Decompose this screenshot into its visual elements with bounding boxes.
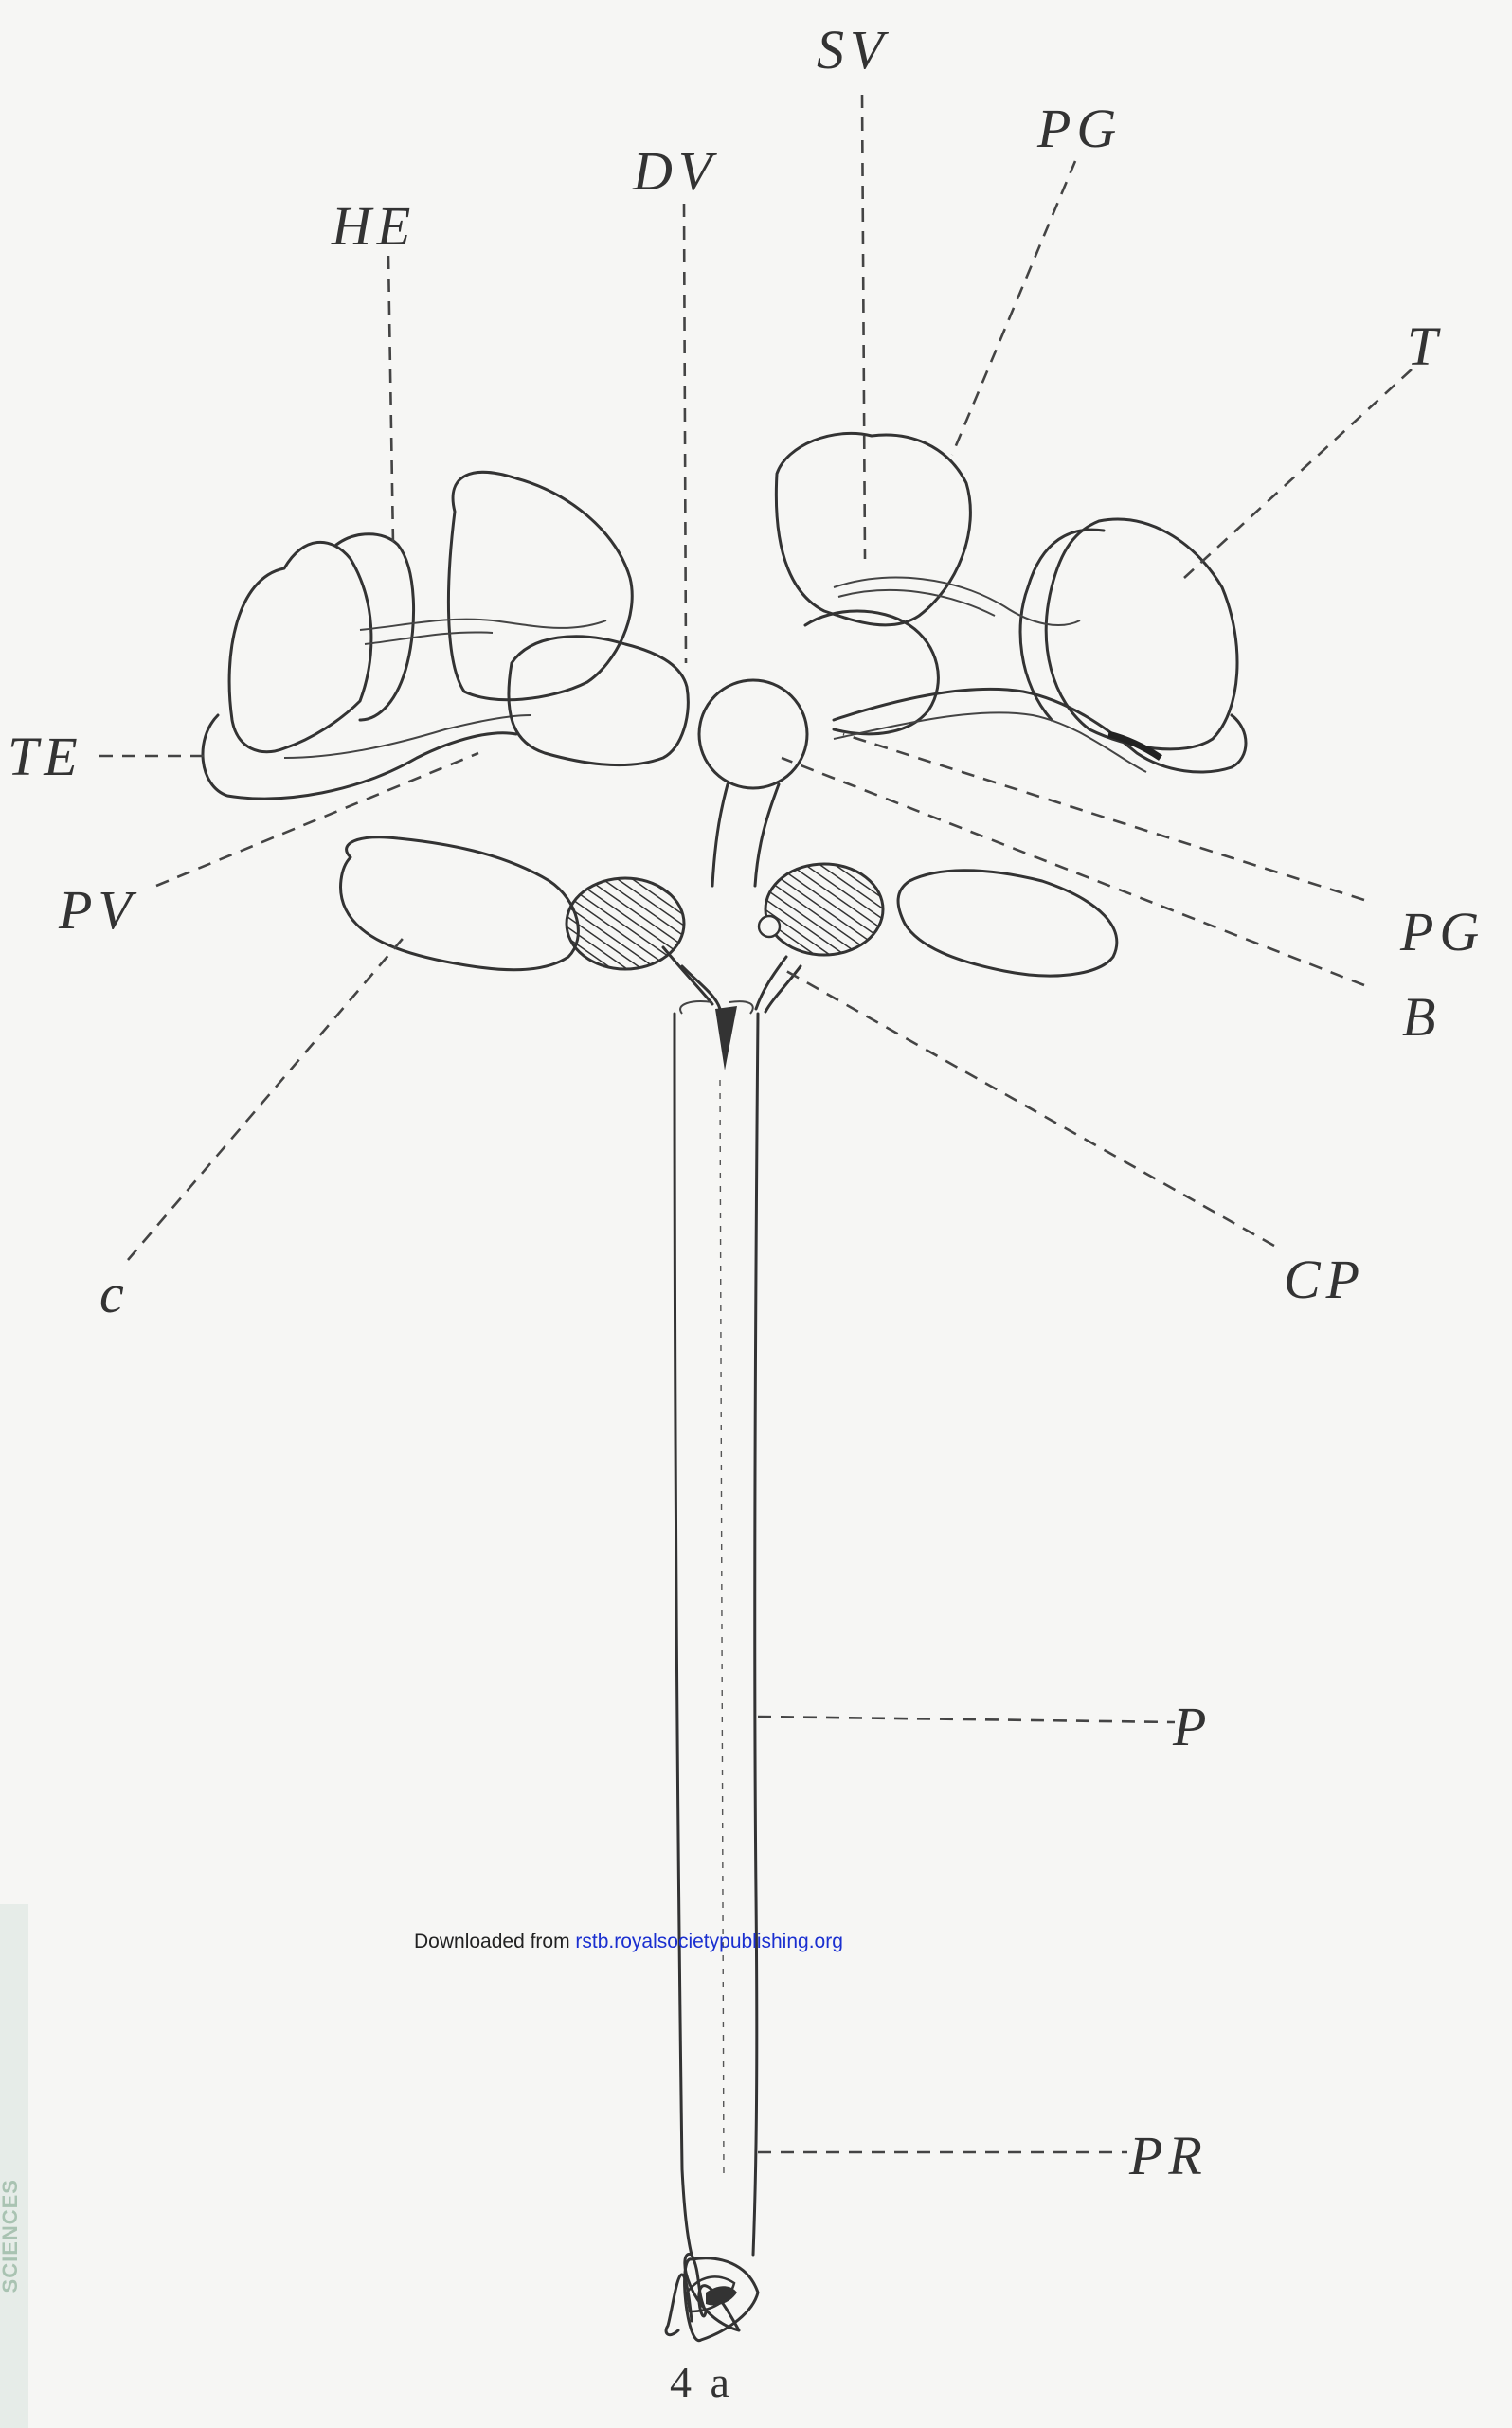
label-he: HE xyxy=(331,195,416,257)
penis-tube-left xyxy=(675,1014,692,2255)
right-testis-outer xyxy=(1046,519,1237,749)
side-logo-text: SCIENCES xyxy=(0,2179,30,2293)
label-t: T xyxy=(1407,315,1443,377)
left-cement-gland xyxy=(341,837,579,970)
label-te: TE xyxy=(8,726,83,787)
right-testis-middle xyxy=(805,611,938,734)
right-hatched-body xyxy=(765,864,883,955)
left-testis-middle xyxy=(448,472,632,699)
leader-sv xyxy=(862,95,865,559)
label-cp: CP xyxy=(1284,1249,1365,1310)
left-testis-lower xyxy=(203,715,516,799)
left-testis-outer xyxy=(229,542,371,751)
leader-c xyxy=(128,933,407,1260)
organ-drawing xyxy=(203,433,1246,2340)
left-hatched-body xyxy=(567,878,684,969)
left-vesicle xyxy=(509,637,688,765)
label-b: B xyxy=(1402,986,1441,1048)
label-p: P xyxy=(1172,1696,1212,1757)
figure-caption: 4 a xyxy=(670,2358,733,2406)
central-bulb xyxy=(699,680,807,788)
label-sv: SV xyxy=(817,19,890,81)
leader-cp xyxy=(786,971,1274,1246)
leader-dv xyxy=(684,204,686,663)
label-pv: PV xyxy=(58,879,137,941)
download-watermark: Downloaded from rstb.royalsocietypublish… xyxy=(414,1931,843,1953)
label-dv: DV xyxy=(632,140,718,202)
side-logo-strip xyxy=(0,1904,28,2428)
labels: SV PG DV HE T TE PV PG B c CP P PR 4 a xyxy=(8,19,1485,2406)
leader-p xyxy=(758,1717,1175,1722)
label-pg-right: PG xyxy=(1399,901,1485,962)
penis-tube-right xyxy=(753,1014,758,2255)
watermark-link[interactable]: rstb.royalsocietypublishing.org xyxy=(575,1931,842,1952)
label-pg-top: PG xyxy=(1036,98,1122,159)
label-c: c xyxy=(99,1263,130,1324)
leader-pg-top xyxy=(952,161,1075,455)
right-cement-gland xyxy=(898,871,1117,976)
leader-he xyxy=(388,256,393,545)
watermark-prefix: Downloaded from xyxy=(414,1931,575,1952)
label-pr: PR xyxy=(1128,2125,1208,2186)
leader-t xyxy=(1184,369,1412,578)
